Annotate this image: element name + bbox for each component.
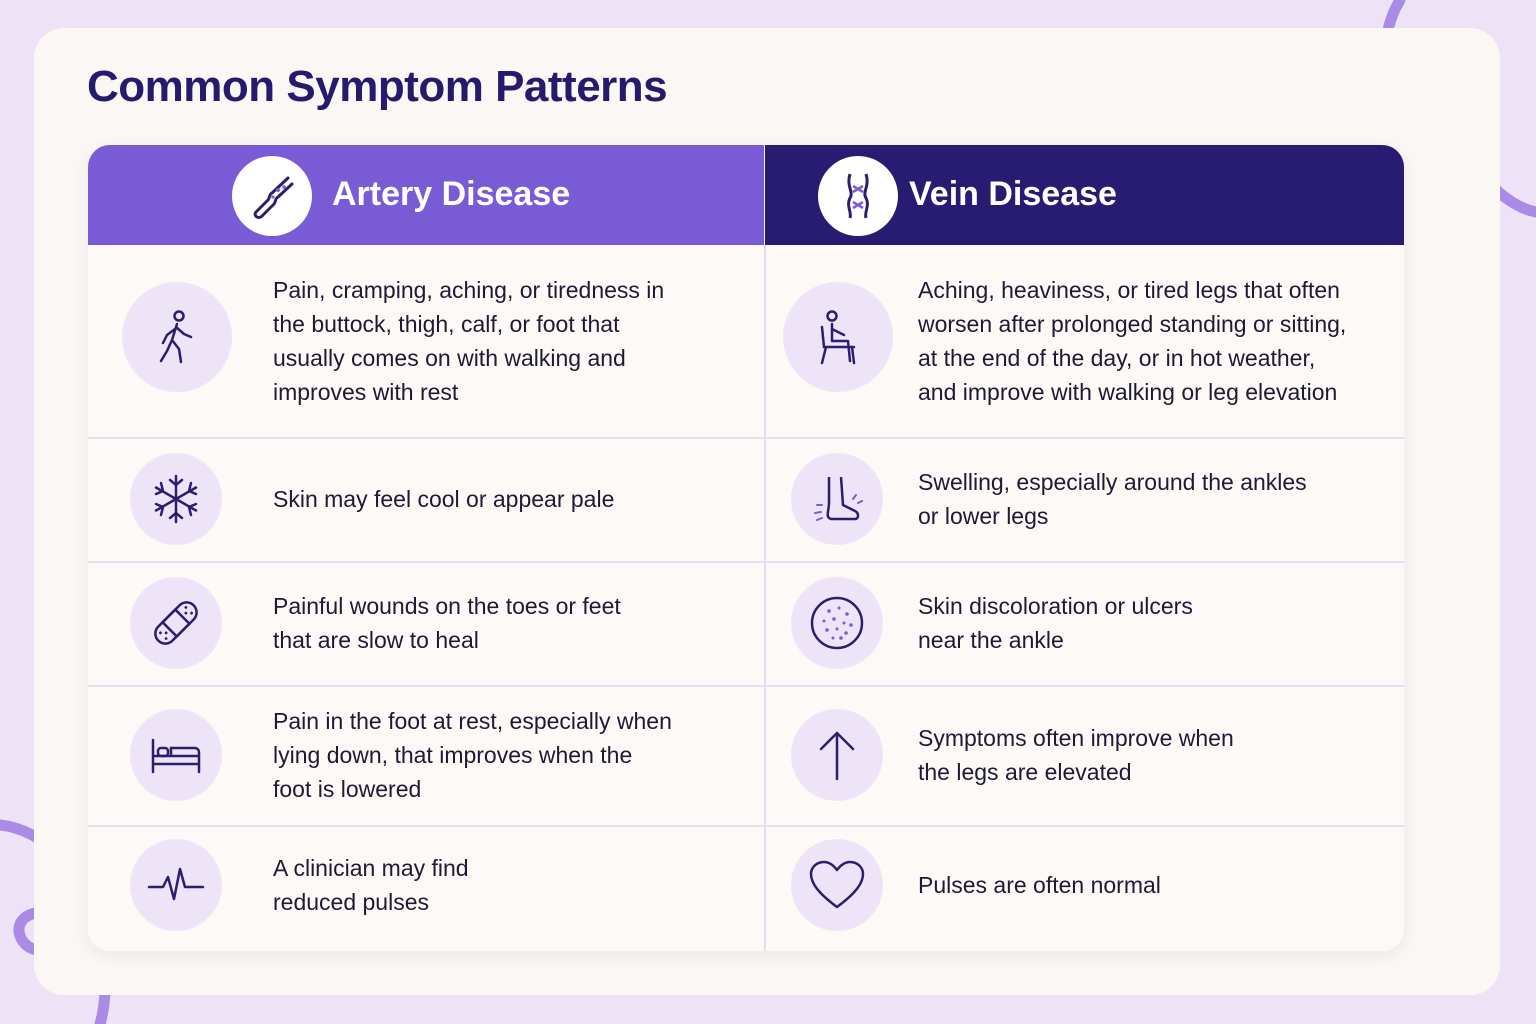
vein-disease-label: Vein Disease: [909, 175, 1117, 213]
artery-disease-label: Artery Disease: [332, 175, 571, 213]
heart-icon: [791, 839, 883, 931]
vein-symptom-text: Aching, heaviness, or tired legs that of…: [918, 277, 1347, 405]
vein-cell: Skin discoloration or ulcers near the an…: [765, 561, 1404, 685]
vein-symptom-text: Swelling, especially around the ankles o…: [918, 469, 1307, 529]
table-row: Pain in the foot at rest, especially whe…: [88, 685, 1404, 827]
artery-cell: Pain, cramping, aching, or tiredness in …: [88, 245, 766, 437]
symptom-comparison-table: Artery Disease Vein Disease Pain, cramp: [88, 145, 1404, 951]
bed-icon: [130, 709, 222, 801]
artery-cell: Painful wounds on the toes or feet that …: [88, 561, 766, 685]
table-row: Painful wounds on the toes or feet that …: [88, 561, 1404, 687]
artery-cell: Skin may feel cool or appear pale: [88, 437, 766, 561]
artery-cell: Pain in the foot at rest, especially whe…: [88, 685, 766, 825]
page-title: Common Symptom Patterns: [87, 62, 668, 111]
table-row: Pain, cramping, aching, or tiredness in …: [88, 245, 1404, 439]
table-body: Pain, cramping, aching, or tiredness in …: [88, 245, 1404, 951]
seated-person-icon: [783, 282, 893, 392]
vein-symptom-text: Skin discoloration or ulcers near the an…: [918, 593, 1193, 653]
vein-symptom-text: Symptoms often improve when the legs are…: [918, 725, 1234, 785]
vein-cell: Symptoms often improve when the legs are…: [765, 685, 1404, 825]
vein-cell: Pulses are often normal: [765, 825, 1404, 951]
artery-symptom-text: Pain, cramping, aching, or tiredness in …: [273, 277, 665, 405]
vein-icon: [818, 156, 898, 236]
artery-symptom-text: Painful wounds on the toes or feet that …: [273, 593, 621, 653]
artery-symptom-text: A clinician may find reduced pulses: [273, 855, 469, 915]
table-row: A clinician may find reduced pulses Puls…: [88, 825, 1404, 951]
vein-cell: Swelling, especially around the ankles o…: [765, 437, 1404, 561]
vein-symptom-text: Pulses are often normal: [918, 872, 1161, 898]
artery-cell: A clinician may find reduced pulses: [88, 825, 766, 951]
swollen-foot-icon: [791, 453, 883, 545]
artery-symptom-text: Pain in the foot at rest, especially whe…: [273, 708, 672, 802]
arrow-up-icon: [791, 709, 883, 801]
artery-disease-header: Artery Disease: [88, 145, 764, 245]
pulse-icon: [130, 839, 222, 931]
bandage-icon: [130, 577, 222, 669]
vein-disease-header: Vein Disease: [765, 145, 1404, 245]
artery-icon: [232, 156, 312, 236]
artery-symptom-text: Skin may feel cool or appear pale: [273, 486, 615, 512]
skin-spots-icon: [791, 577, 883, 669]
vein-cell: Aching, heaviness, or tired legs that of…: [765, 245, 1404, 437]
table-row: Skin may feel cool or appear pale Swelli…: [88, 437, 1404, 563]
walking-person-icon: [122, 282, 232, 392]
snowflake-icon: [130, 453, 222, 545]
